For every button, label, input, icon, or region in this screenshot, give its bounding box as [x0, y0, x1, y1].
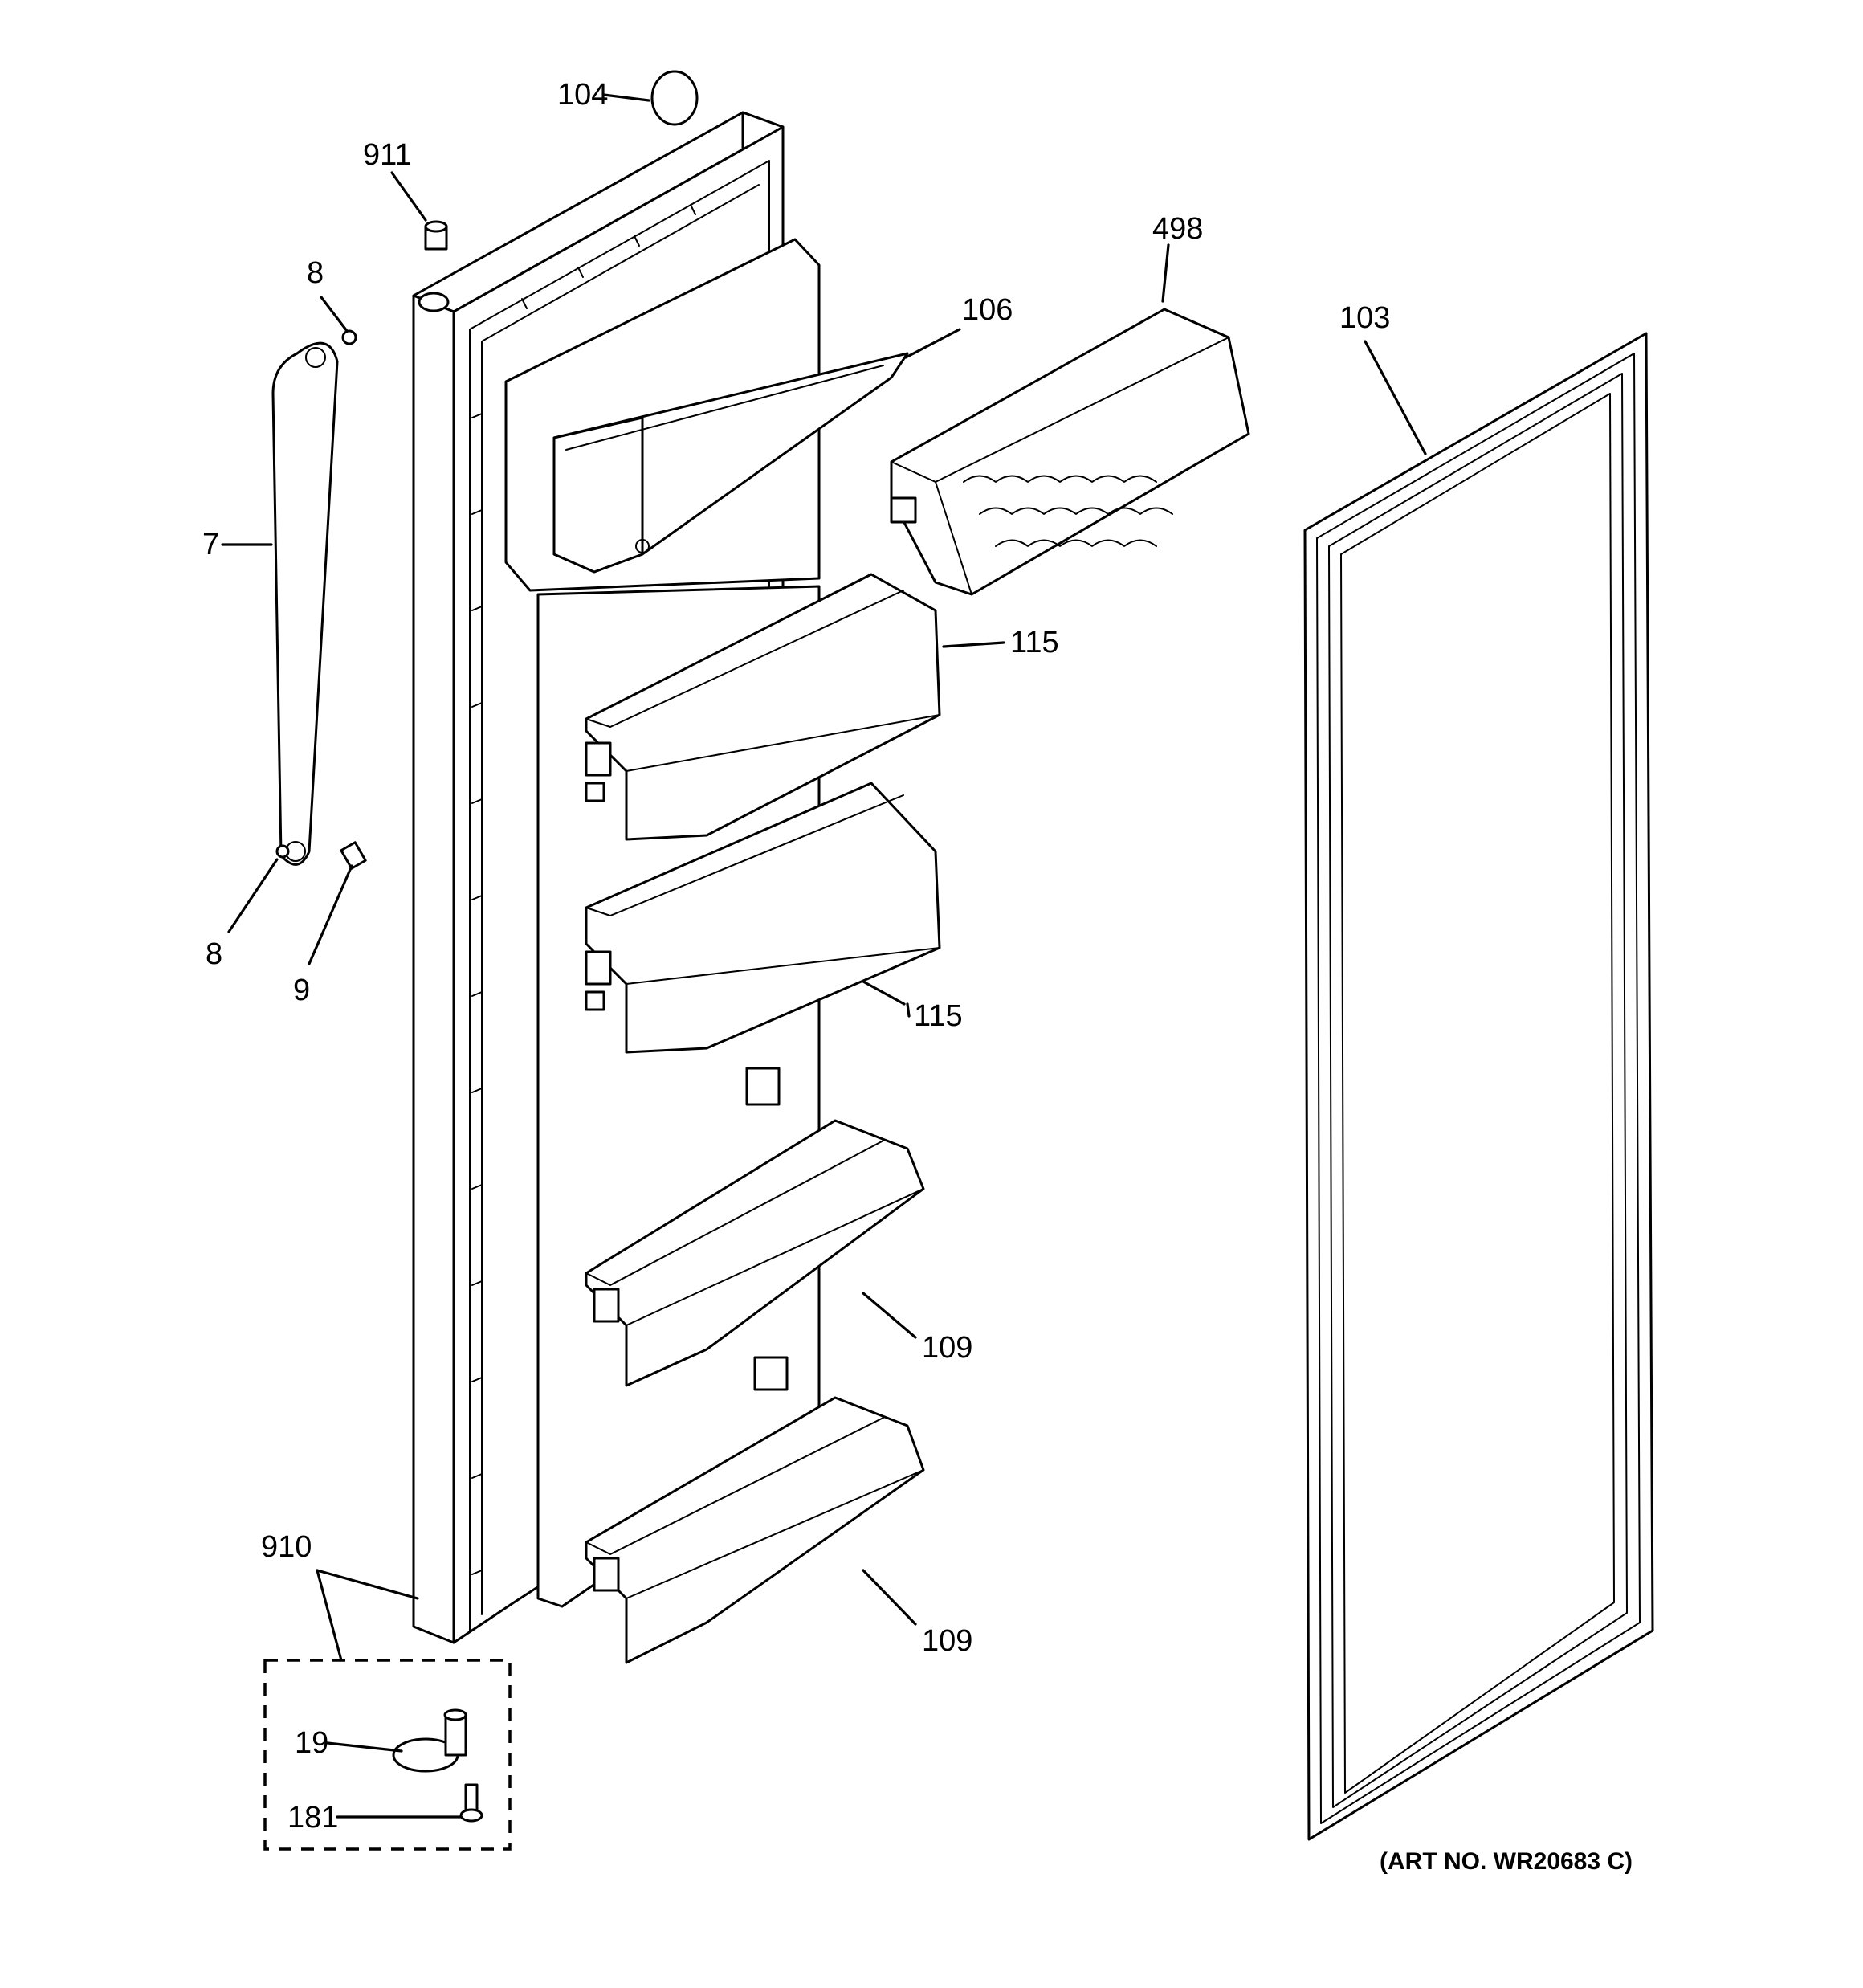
- callout-labels: 104 911 498 106 103 8 7 115 8 9 115 109 …: [202, 78, 1390, 1835]
- callout-910: 910: [261, 1530, 312, 1564]
- part-19-bushing: [392, 1708, 467, 1773]
- callout-8-bottom: 8: [206, 937, 222, 971]
- door-tab-upper: [745, 1067, 781, 1106]
- part-911-cap: [424, 220, 448, 251]
- callout-115-top: 115: [1010, 626, 1059, 659]
- part-7-handle: [271, 341, 339, 866]
- part-115-bottom-bin: [585, 782, 941, 1054]
- part-498-egg-tray: [890, 308, 1250, 596]
- callout-103: 103: [1339, 301, 1390, 335]
- callout-911: 911: [363, 138, 412, 172]
- part-109-top-bin: [585, 1119, 925, 1387]
- part-910-kit-box: [263, 1659, 512, 1851]
- part-181-screw: [459, 1783, 483, 1823]
- callout-7: 7: [202, 528, 219, 561]
- callout-104: 104: [557, 78, 608, 112]
- callout-109-top: 109: [922, 1331, 972, 1365]
- egg-cups: [963, 475, 1173, 547]
- callout-106: 106: [962, 293, 1013, 327]
- callout-181: 181: [287, 1801, 338, 1835]
- callout-8-top: 8: [307, 256, 324, 290]
- part-103-gasket: [1303, 332, 1654, 1841]
- part-8-screw-bottom: [275, 844, 290, 859]
- callout-19: 19: [295, 1726, 328, 1760]
- leader-lines: [221, 93, 1427, 1819]
- part-9-stud: [340, 841, 367, 870]
- callout-109-bottom: 109: [922, 1624, 972, 1658]
- part-8-screw-top: [341, 329, 357, 345]
- part-104-plug: [650, 70, 699, 126]
- callout-9: 9: [293, 974, 310, 1007]
- art-number: (ART NO. WR20683 C): [1380, 1848, 1633, 1875]
- callout-115-bottom: 115: [914, 999, 963, 1033]
- part-109-bottom-bin: [585, 1396, 925, 1664]
- door-tab-lower: [753, 1356, 789, 1391]
- part-106-dairy-door: [552, 352, 909, 574]
- part-115-top-bin: [585, 573, 941, 841]
- liner-ribs: [471, 204, 696, 1575]
- callout-498: 498: [1152, 212, 1203, 246]
